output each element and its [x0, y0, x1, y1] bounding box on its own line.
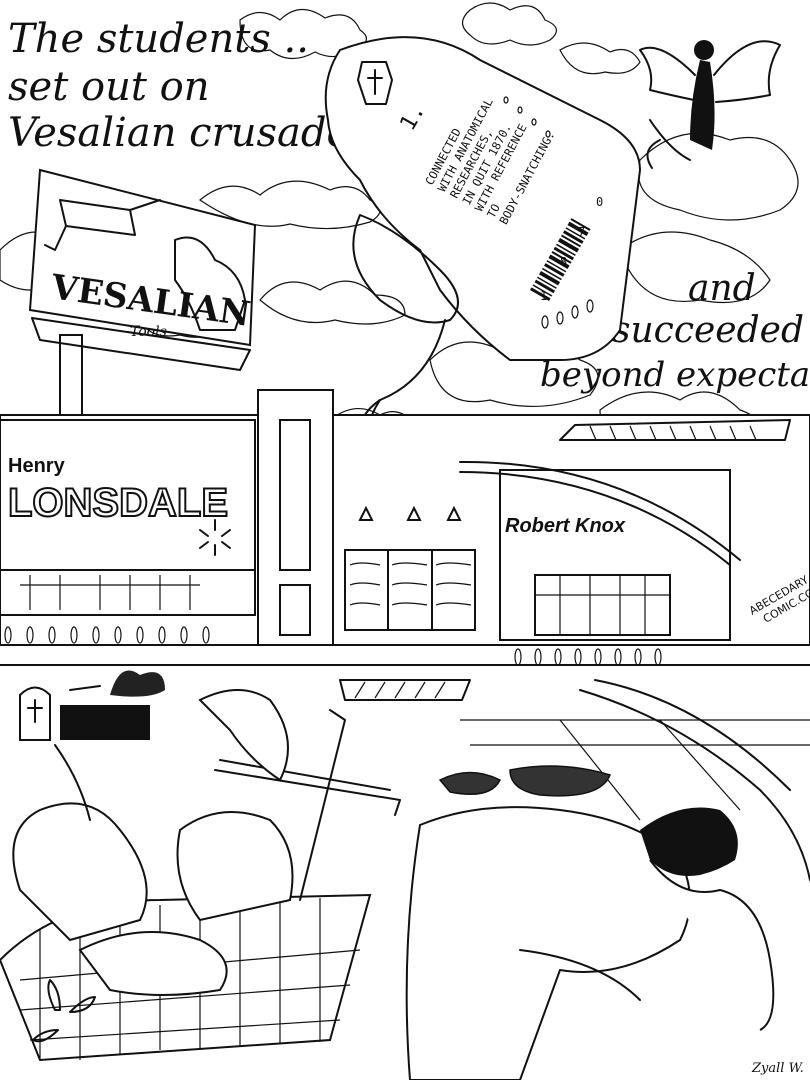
barcode-digits: 1 8 7 0 — [540, 195, 603, 303]
reaper-angel-icon — [639, 40, 781, 169]
billboard-subtitle: Tools — [130, 324, 167, 340]
caption-right-line3: beyond expectation. — [540, 355, 810, 395]
caption-left: The students .. set out on Vesalian crus… — [8, 16, 371, 156]
caption-left-line3: Vesalian crusades — [8, 110, 371, 156]
parking-lot — [0, 664, 810, 821]
caption-right: and succeeded beyond expectation. — [540, 268, 810, 395]
barcode-digit-3: 7 — [578, 225, 585, 239]
receipt-line-6: TO — [484, 201, 503, 220]
store-left-line2: LONSDALE — [8, 481, 228, 525]
saw-icon — [44, 199, 161, 251]
store-left: Henry LONSDALE — [0, 419, 256, 616]
receipt: 1. CONNECTED WITH ANATOMICAL RESEARCHES,… — [324, 36, 642, 461]
billboard: VESALIAN Tools — [28, 168, 257, 426]
storefront: Henry LONSDALE — [0, 389, 810, 666]
person-figure — [405, 679, 810, 1080]
barcode-digit-4: 0 — [596, 195, 603, 209]
debris — [438, 765, 612, 797]
receipt-barcode — [530, 218, 591, 301]
caption-left-line2: set out on — [8, 64, 209, 110]
store-middle — [344, 505, 476, 631]
shopping-cart — [0, 689, 401, 1062]
caption-left-line1: The students .. — [8, 16, 309, 62]
receipt-perforations — [503, 96, 594, 329]
store-right-name: Robert Knox — [505, 515, 626, 537]
barcode-digit-2: 8 — [560, 255, 567, 269]
coffin-cross-icon — [357, 61, 393, 105]
tombstone-cross-icon — [19, 686, 51, 741]
barcode-digit-1: 1 — [540, 289, 547, 303]
store-left-line1: Henry — [8, 455, 66, 477]
store-right: Robert Knox — [459, 460, 741, 641]
artist-signature: Zyall W. — [751, 1061, 804, 1076]
caption-right-line1: and — [688, 268, 756, 309]
central-tower — [257, 389, 334, 646]
caption-right-line2: succeeded — [612, 310, 804, 351]
spark-logo-icon — [32, 979, 96, 1043]
spark-logo-icon — [199, 519, 231, 556]
